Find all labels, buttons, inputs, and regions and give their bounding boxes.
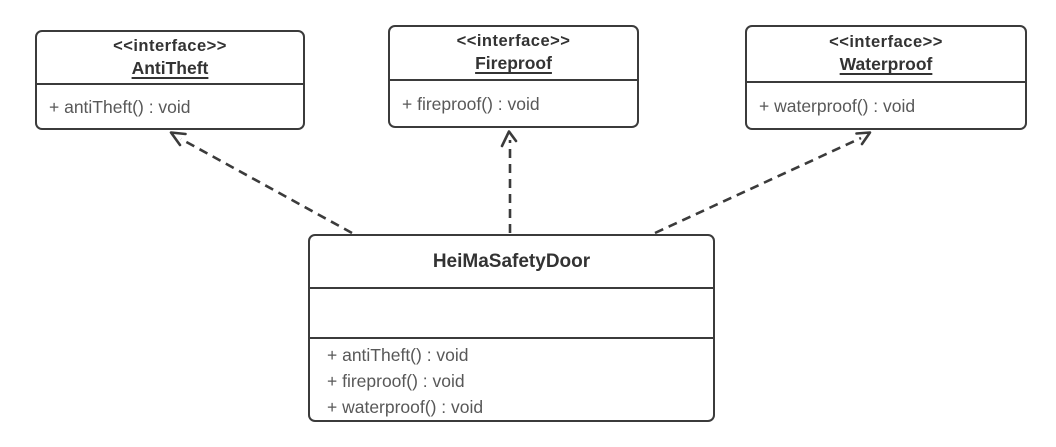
- edge-heimasafetydoor-waterproof: [654, 131, 872, 235]
- class-node-heimasafetydoor[interactable]: HeiMaSafetyDoor + antiTheft() : void + f…: [308, 234, 715, 422]
- class-attributes-section: [310, 289, 713, 339]
- interface-method: + waterproof() : void: [759, 95, 916, 116]
- interface-methods-section: + waterproof() : void: [747, 83, 1025, 128]
- interface-stereotype: <<interface>>: [829, 33, 943, 52]
- interface-node-waterproof[interactable]: <<interface>> Waterproof + waterproof() …: [745, 25, 1027, 130]
- interface-node-fireproof[interactable]: <<interface>> Fireproof + fireproof() : …: [388, 25, 639, 128]
- interface-header: <<interface>> Waterproof: [747, 27, 1025, 83]
- interface-name: Waterproof: [839, 54, 933, 75]
- edge-heimasafetydoor-fireproof: [500, 130, 518, 233]
- class-methods-section: + antiTheft() : void + fireproof() : voi…: [310, 339, 713, 420]
- interface-header: <<interface>> AntiTheft: [37, 32, 303, 85]
- edge-heimasafetydoor-antitheft: [169, 131, 353, 235]
- interface-method: + fireproof() : void: [402, 93, 540, 114]
- class-method: + antiTheft() : void: [327, 345, 469, 365]
- interface-method: + antiTheft() : void: [49, 96, 191, 117]
- interface-name: Fireproof: [475, 53, 552, 74]
- interface-methods-section: + antiTheft() : void: [37, 85, 303, 128]
- interface-methods-section: + fireproof() : void: [390, 81, 637, 126]
- interface-node-antitheft[interactable]: <<interface>> AntiTheft + antiTheft() : …: [35, 30, 305, 130]
- class-method: + fireproof() : void: [327, 371, 465, 391]
- interface-stereotype: <<interface>>: [456, 32, 571, 51]
- interface-stereotype: <<interface>>: [113, 36, 227, 55]
- class-name: HeiMaSafetyDoor: [310, 236, 713, 289]
- class-method: + waterproof() : void: [327, 397, 484, 417]
- interface-header: <<interface>> Fireproof: [390, 27, 637, 81]
- interface-name: AntiTheft: [131, 57, 209, 78]
